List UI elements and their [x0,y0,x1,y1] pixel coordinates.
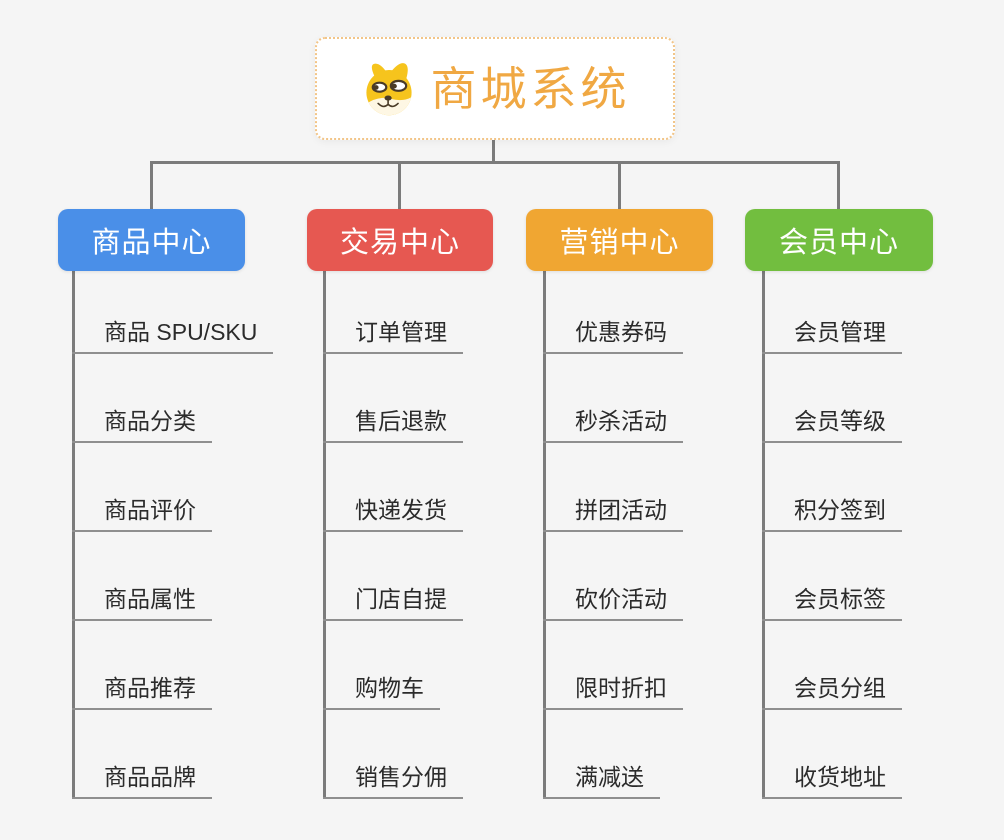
branch-node-trade-center[interactable]: 交易中心 [307,209,493,271]
connector-root-stem [492,139,495,162]
leaf-node[interactable]: 限时折扣 [543,674,683,710]
connector-drop [150,161,153,209]
leaf-node[interactable]: 会员标签 [762,585,902,621]
leaf-node[interactable]: 订单管理 [323,318,463,354]
leaf-node[interactable]: 商品评价 [72,496,212,532]
leaf-node[interactable]: 售后退款 [323,407,463,443]
leaf-node[interactable]: 门店自提 [323,585,463,621]
leaf-node[interactable]: 砍价活动 [543,585,683,621]
connector-drop [398,161,401,209]
leaf-node[interactable]: 收货地址 [762,763,902,799]
leaf-node[interactable]: 商品分类 [72,407,212,443]
leaf-node[interactable]: 商品品牌 [72,763,212,799]
leaf-node[interactable]: 商品 SPU/SKU [72,318,274,354]
leaf-node[interactable]: 优惠券码 [543,318,683,354]
leaf-node[interactable]: 购物车 [323,674,440,710]
connector-drop [618,161,621,209]
connector-rail [150,161,840,164]
dog-face-icon [360,61,418,117]
connector-drop [837,161,840,209]
leaf-node[interactable]: 秒杀活动 [543,407,683,443]
leaf-node[interactable]: 快递发货 [323,496,463,532]
branch-node-member-center[interactable]: 会员中心 [745,209,933,271]
root-node[interactable]: 商城系统 [315,37,675,140]
leaf-node[interactable]: 销售分佣 [323,763,463,799]
branch-node-product-center[interactable]: 商品中心 [58,209,245,271]
connector-branch-spine [72,271,75,799]
leaf-node[interactable]: 拼团活动 [543,496,683,532]
root-title: 商城系统 [430,62,631,115]
connector-branch-spine [323,271,326,799]
leaf-node[interactable]: 会员分组 [762,674,902,710]
leaf-node[interactable]: 满减送 [543,763,660,799]
leaf-node[interactable]: 商品属性 [72,585,212,621]
leaf-node[interactable]: 积分签到 [762,496,902,532]
connector-branch-spine [543,271,546,799]
branch-node-marketing-center[interactable]: 营销中心 [526,209,713,271]
leaf-node[interactable]: 会员等级 [762,407,902,443]
connector-branch-spine [762,271,765,799]
leaf-node[interactable]: 商品推荐 [72,674,212,710]
leaf-node[interactable]: 会员管理 [762,318,902,354]
